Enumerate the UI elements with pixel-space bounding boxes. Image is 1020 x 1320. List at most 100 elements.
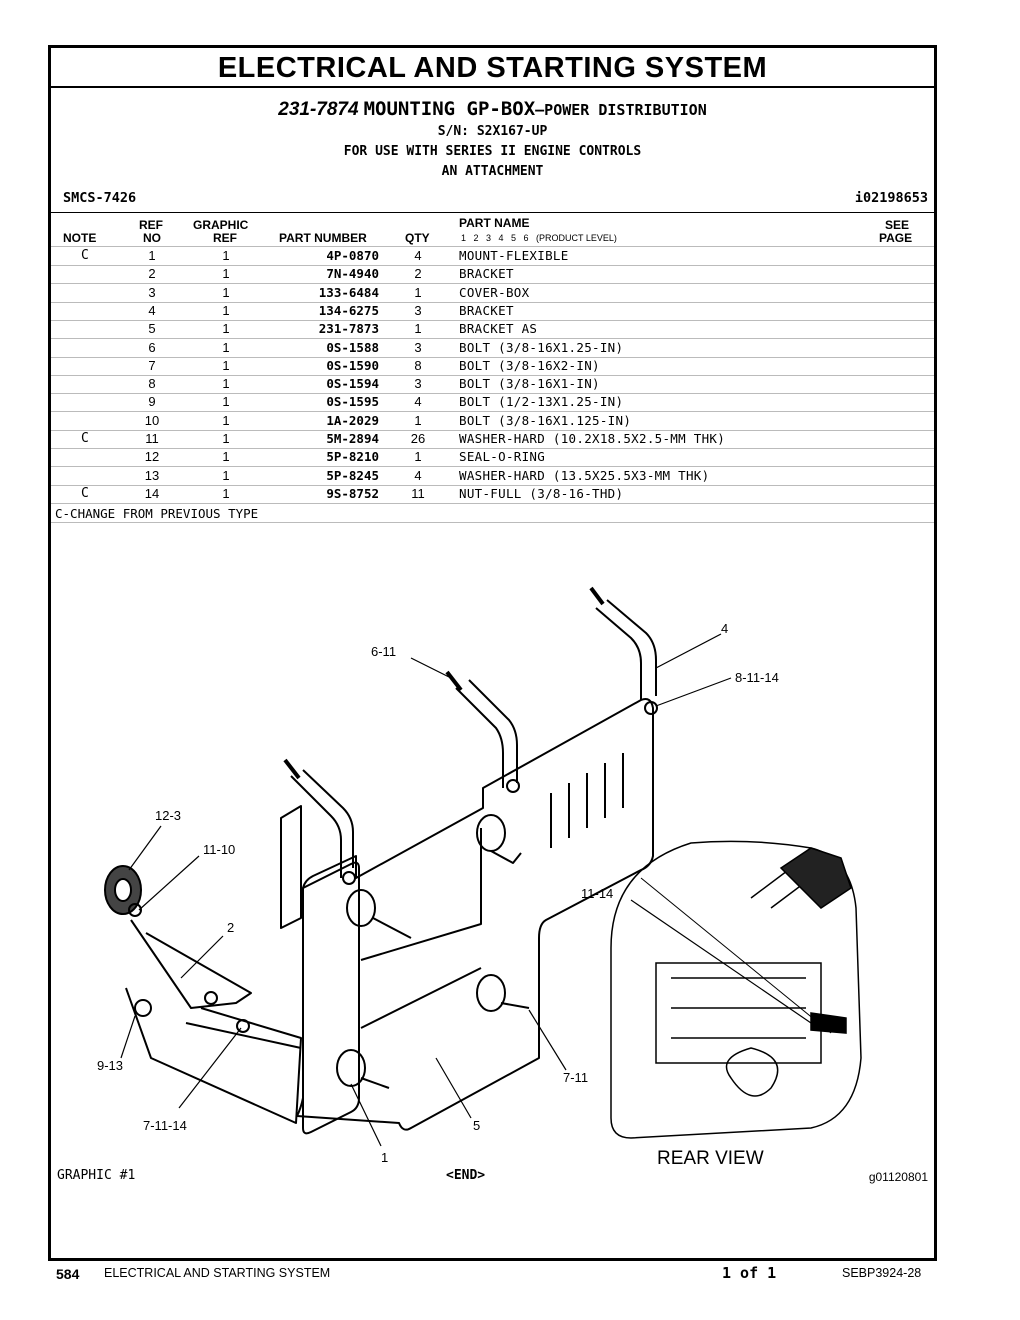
bracket-as-plate [296,698,654,1131]
lower-bracket-assembly [125,919,302,1124]
leader-lines [120,633,812,1147]
row-graphic-ref: 1 [222,248,230,263]
column-header-divider [51,246,934,247]
callout-labels: 4 6-11 8-11-14 12-3 11-10 2 11-14 9-13 7… [97,621,779,1169]
row-qty: 3 [414,339,422,355]
row-note: C [81,248,89,263]
row-qty: 2 [414,266,422,282]
use-note: FOR USE WITH SERIES II ENGINE CONTROLS [343,144,642,159]
exploded-view-drawing: 4 6-11 8-11-14 12-3 11-10 2 11-14 9-13 7… [97,586,862,1169]
row-part-name: SEAL-O-RING [459,449,546,465]
row-qty: 3 [414,302,422,318]
row-ref-no: 2 [148,266,156,282]
row-graphic-ref: 1 [222,339,230,355]
row-qty: 4 [414,467,422,483]
group-description: —POWER DISTRIBUTION [535,101,707,119]
table-row: 4 1 134-6275 3 BRACKET [51,302,934,321]
table-row: 12 1 5P-8210 1 SEAL-O-RING [51,448,934,468]
row-part-number: 0S-1594 [326,376,379,392]
row-qty: 1 [414,284,422,300]
row-part-number: 133-6484 [318,284,379,300]
row-part-name: MOUNT-FLEXIBLE [459,248,569,263]
bracket-tall-left [280,758,354,929]
row-graphic-ref: 1 [222,394,230,410]
row-qty: 1 [414,449,422,465]
cover-box [104,865,142,917]
col-ref-top: REF [139,218,163,232]
row-part-name: BOLT (1/2-13X1.25-IN) [459,394,624,410]
row-part-name: BRACKET AS [459,321,538,337]
graphic-label: GRAPHIC #1 [57,1168,136,1183]
row-ref-no: 10 [144,412,160,428]
row-ref-no: 7 [148,357,156,373]
row-part-name: BOLT (3/8-16X1-IN) [459,376,600,392]
row-part-number: 9S-8752 [326,485,379,501]
col-note: NOTE [63,231,97,245]
col-see-top: SEE [885,218,910,232]
row-ref-no: 13 [144,467,160,483]
callout-11-14: 11-14 [581,886,613,901]
row-qty: 11 [411,485,425,501]
row-part-number: 0S-1595 [326,394,379,410]
footer-section: ELECTRICAL AND STARTING SYSTEM [104,1266,331,1280]
attachment-note: AN ATTACHMENT [441,164,544,179]
parts-page-frame: ELECTRICAL AND STARTING SYSTEM 231-7874 … [48,45,937,1261]
row-note: C [81,431,89,446]
callout-7-11: 7-11 [563,1070,588,1085]
row-part-number: 4P-0870 [326,248,379,263]
graphic-reference: g01120801 [868,1170,928,1184]
row-qty: 4 [414,248,422,263]
col-product-levels: 1 2 3 4 5 6 (PRODUCT LEVEL) [461,233,617,243]
row-ref-no: 1 [148,248,156,263]
row-graphic-ref: 1 [222,321,230,337]
row-graphic-ref: 1 [222,467,230,483]
row-part-name: BRACKET [459,302,514,318]
row-graphic-ref: 1 [222,485,230,501]
bracket-side-plate [302,828,482,1135]
row-part-name: WASHER-HARD (10.2X18.5X2.5-MM THK) [459,431,726,446]
row-qty: 1 [414,321,422,337]
rear-view-inset [610,840,862,1139]
col-qty: QTY [405,231,430,245]
row-ref-no: 4 [148,302,156,318]
row-part-number: 0S-1588 [326,339,379,355]
row-graphic-ref: 1 [222,302,230,318]
col-part-name: PART NAME [459,216,530,230]
row-ref-no: 8 [148,376,156,392]
row-qty: 3 [414,376,422,392]
row-graphic-ref: 1 [222,449,230,465]
callout-4: 4 [721,621,728,636]
serial-range: S/N: S2X167-UP [437,124,548,139]
row-graphic-ref: 1 [222,412,230,428]
row-ref-no: 12 [144,449,160,465]
row-part-name: COVER-BOX [459,284,530,300]
table-row: C 1 1 4P-0870 4 MOUNT-FLEXIBLE [51,247,934,266]
col-ref-bottom: NO [143,231,161,245]
row-qty: 4 [414,394,422,410]
header-divider [51,212,934,213]
row-part-name: BOLT (3/8-16X2-IN) [459,357,600,373]
footnote: C-CHANGE FROM PREVIOUS TYPE [55,506,259,521]
row-part-number: 5P-8210 [326,449,379,465]
footer-doc-number: SEBP3924-28 [842,1266,922,1280]
info-reference: i02198653 [854,190,928,206]
row-ref-no: 6 [148,339,156,355]
row-part-number: 134-6275 [318,302,379,318]
rear-view-label: REAR VIEW [657,1148,764,1169]
row-part-name: BOLT (3/8-16X1.125-IN) [459,412,632,428]
flexible-mount-group [336,814,530,1089]
row-part-name: BRACKET [459,266,514,282]
col-graphic-bottom: REF [213,231,237,245]
row-part-number: 7N-4940 [326,266,379,282]
callout-12-3: 12-3 [155,808,181,823]
row-part-number: 231-7873 [318,321,379,337]
group-part-number: 231-7874 [278,99,359,120]
